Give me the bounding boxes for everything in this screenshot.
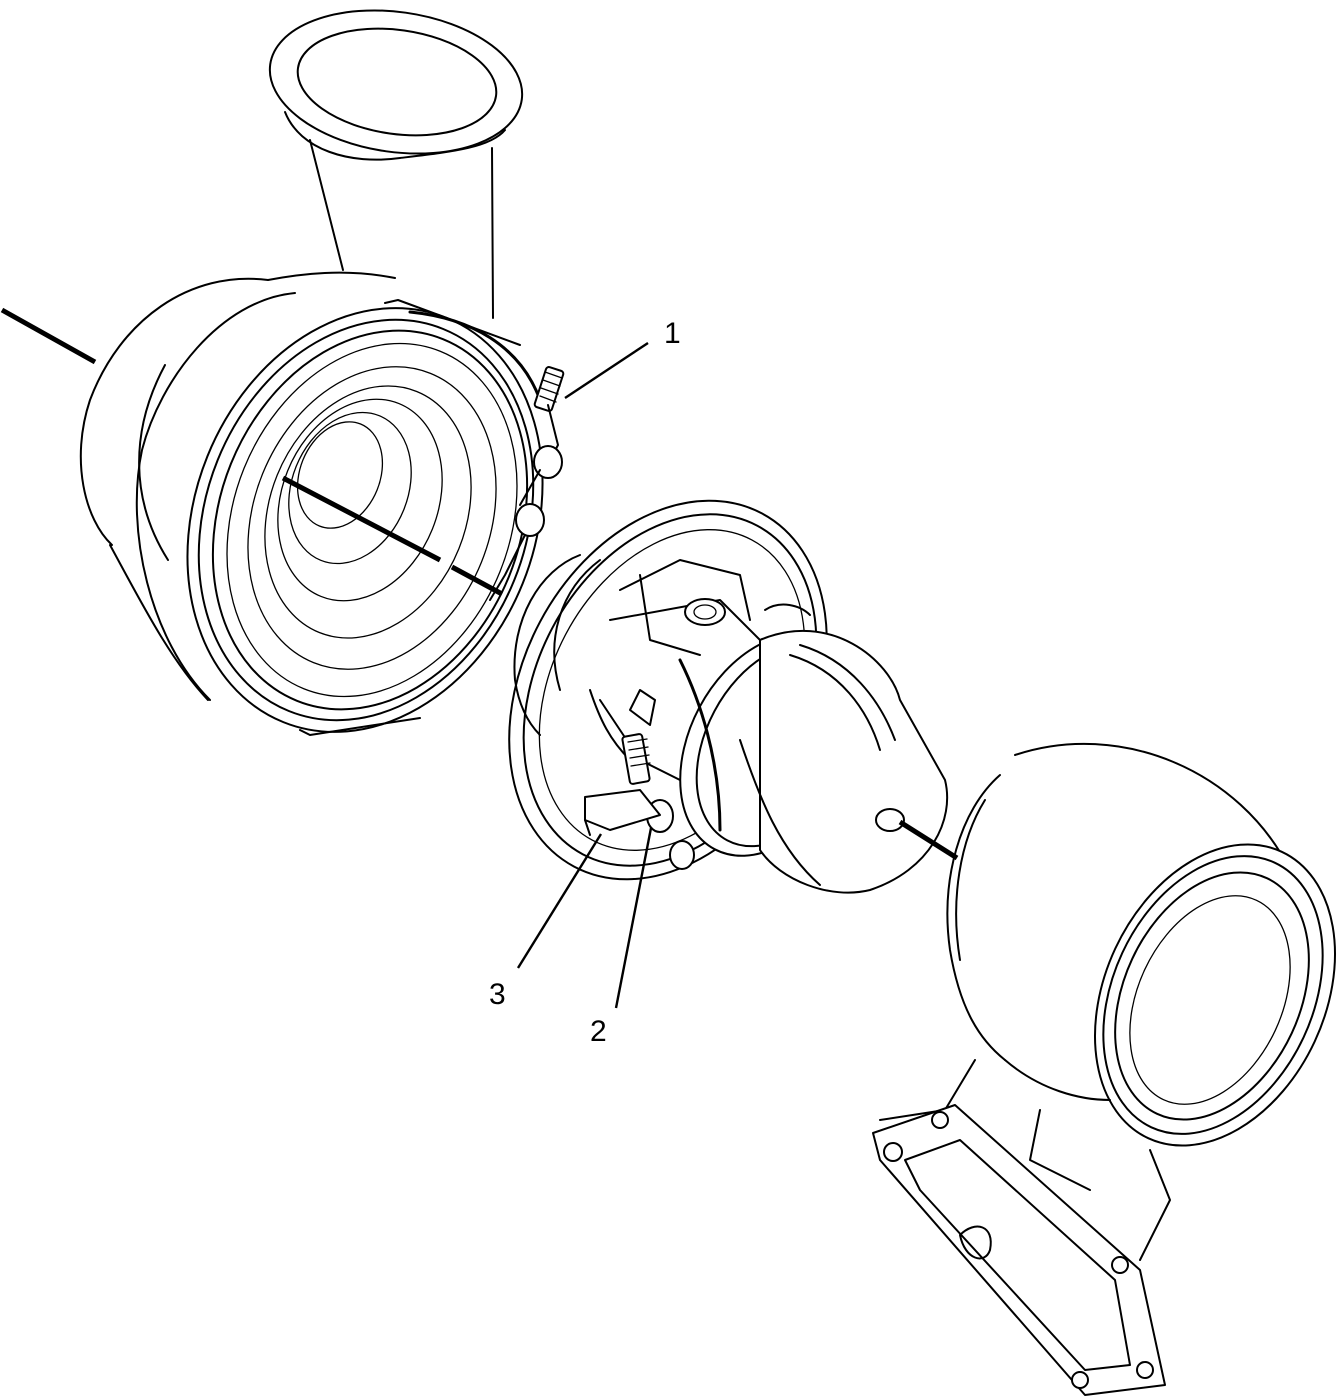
- assembly-axis-line: [0, 307, 959, 861]
- callout-2: 2: [590, 827, 653, 1048]
- compressor-back-shell: [79, 271, 396, 701]
- turbine-housing: [872, 742, 1336, 1396]
- callout-3: 3: [489, 833, 603, 1011]
- callout-2-label: 2: [590, 1015, 607, 1048]
- callout-3-label: 3: [489, 978, 506, 1011]
- compressor-inlet-pipe: [268, 9, 524, 319]
- v-band-clamp-upper: [408, 310, 565, 601]
- v-band-clamp-lower-nut: [621, 658, 722, 870]
- callout-1: 1: [564, 317, 681, 400]
- v-band-clamp-lower-bracket: [584, 789, 661, 836]
- center-housing-rotating-assembly: [508, 499, 949, 894]
- callout-1-label: 1: [664, 317, 681, 350]
